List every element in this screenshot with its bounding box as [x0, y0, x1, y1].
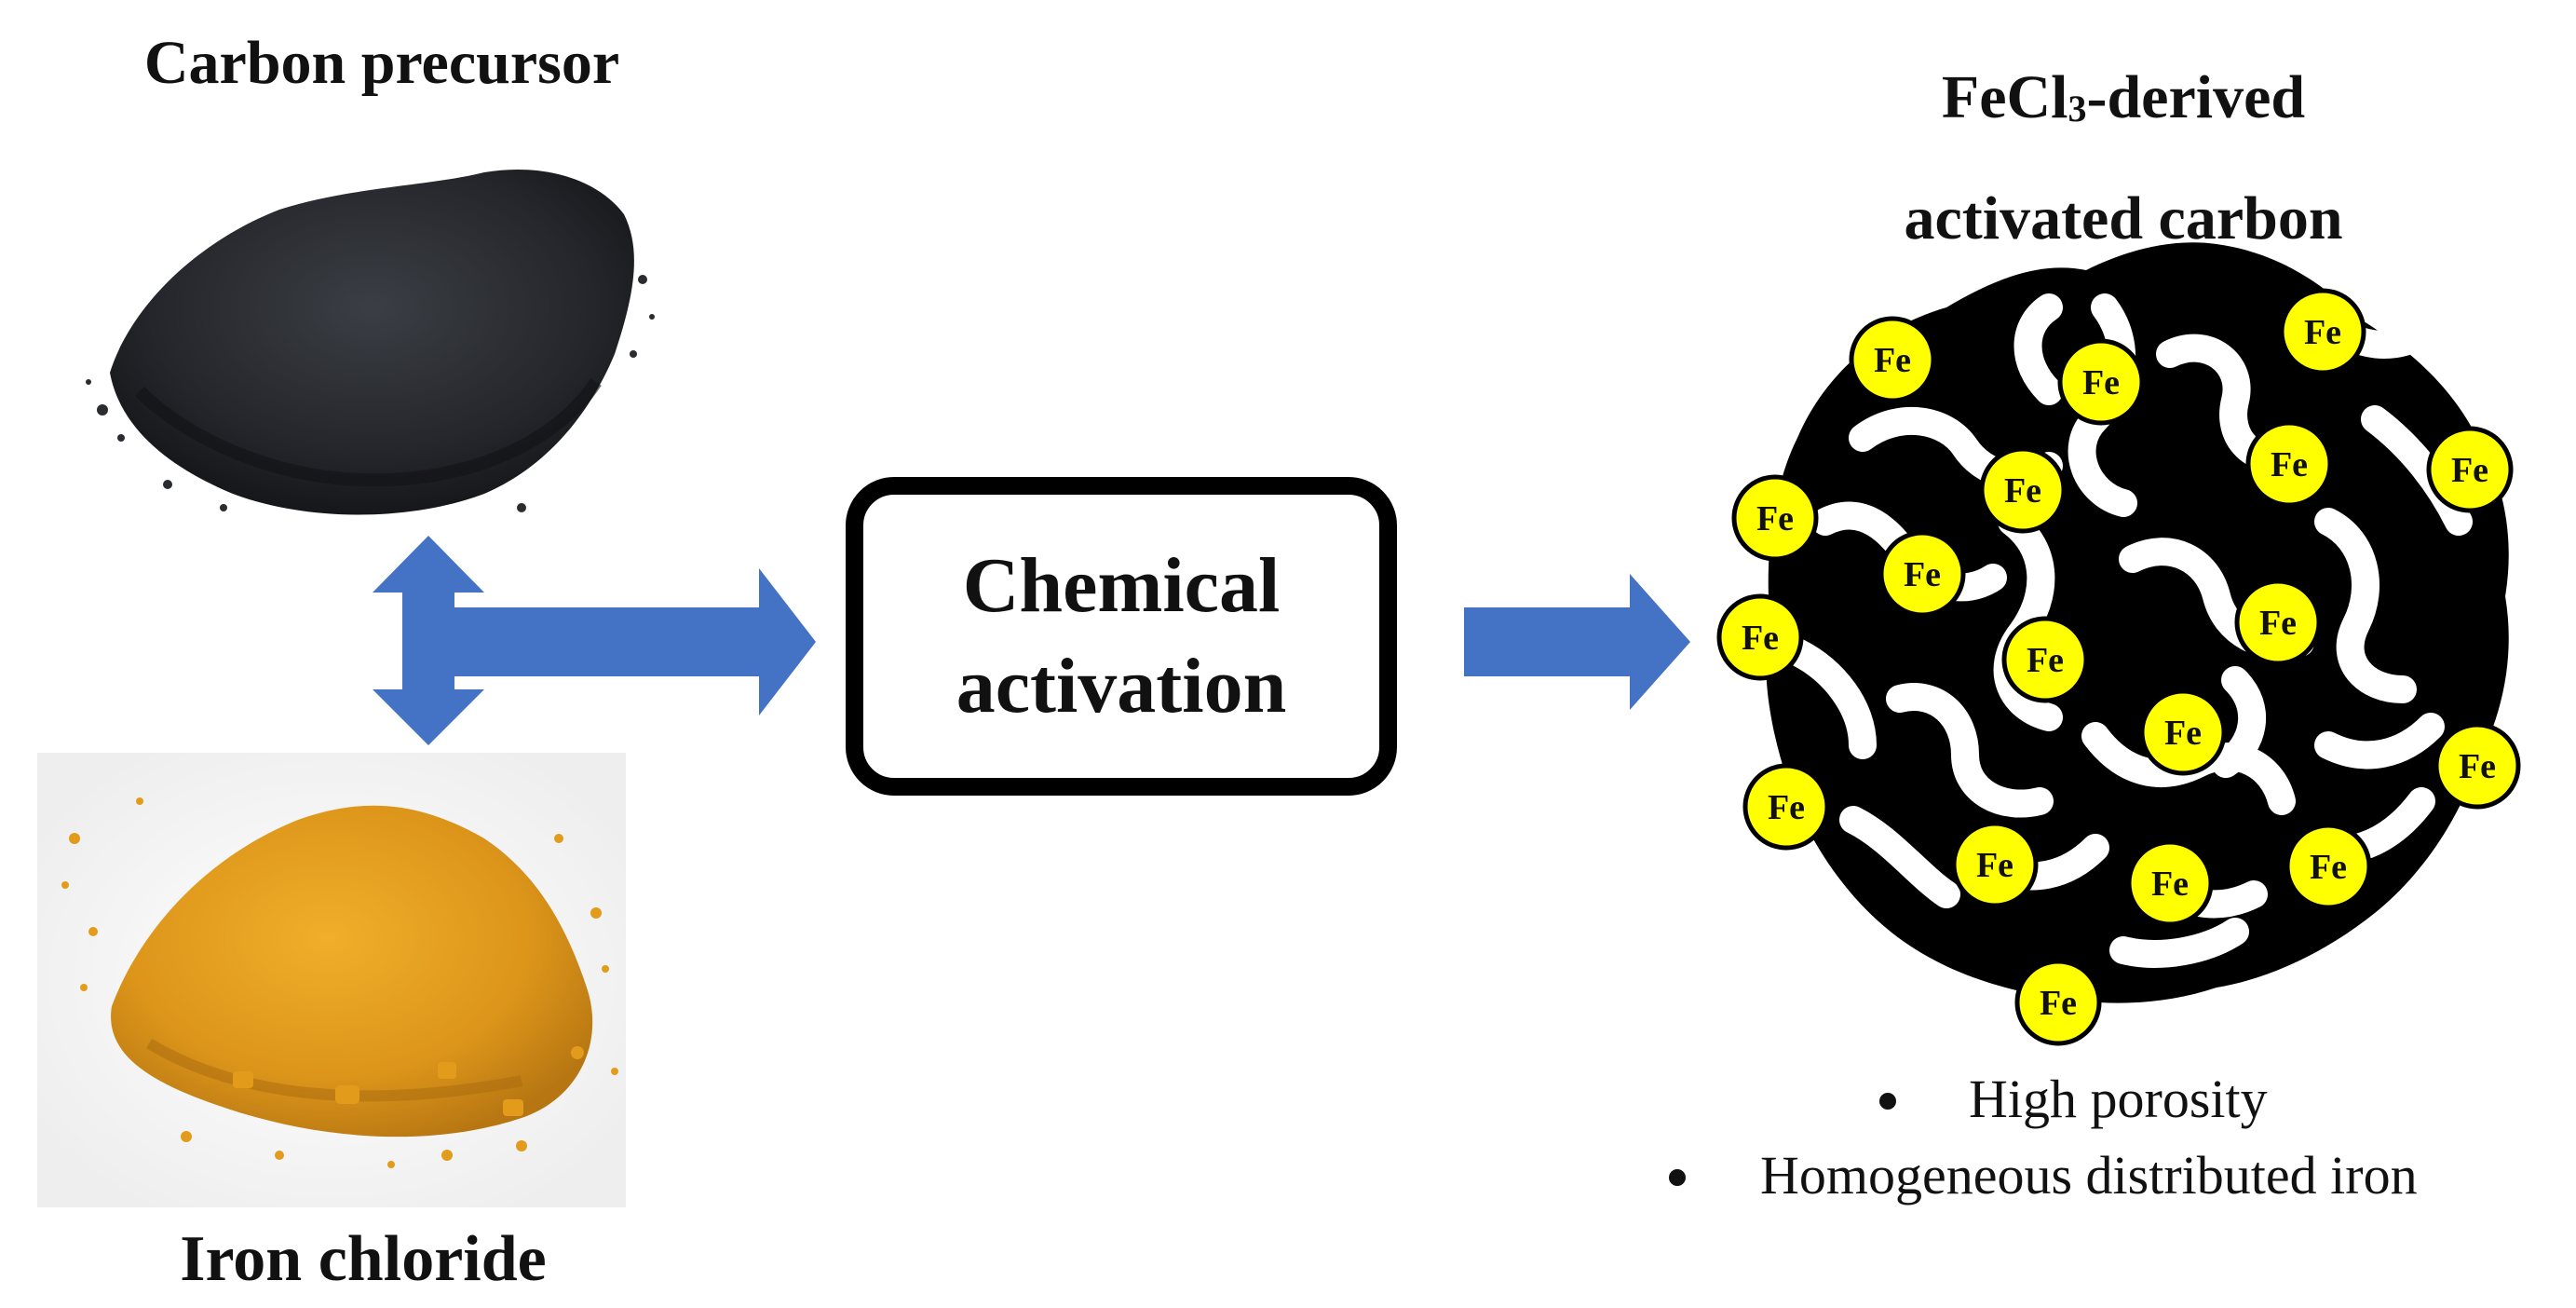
fe-label: Fe	[1742, 619, 1779, 658]
fe-particle-icon: Fe	[1878, 530, 1966, 618]
fe-label: Fe	[2259, 604, 2297, 643]
porous-carbon-icon	[1766, 242, 2509, 1003]
iron-chloride-powder-icon	[37, 753, 626, 1207]
fe-particle-icon: Fe	[2057, 338, 2145, 426]
fe-label: Fe	[2459, 747, 2496, 786]
process-label-line2: activation	[956, 643, 1287, 729]
fe-label: Fe	[1976, 846, 2013, 885]
double-headed-arrow-icon	[373, 536, 816, 745]
property-text: Homogeneous distributed iron	[1760, 1145, 2418, 1206]
fe-particle-icon: Fe	[2434, 722, 2521, 810]
fe-label: Fe	[2271, 445, 2308, 484]
fe-particle-icon: Fe	[1951, 821, 2039, 908]
fe-particle-icon: Fe	[2001, 616, 2089, 703]
fe-label: Fe	[2082, 363, 2120, 402]
fe-particle-icon: Fe	[1979, 446, 2067, 534]
product-title-suffix: -derived	[2086, 63, 2306, 131]
fe-particle-icon: Fe	[2126, 839, 2214, 927]
fe-particle-icon: Fe	[2014, 959, 2102, 1046]
product-title-subscript: 3	[2068, 88, 2087, 129]
product-title-line2: activated carbon	[1904, 184, 2343, 252]
process-box: Chemical activation	[846, 477, 1397, 796]
carbon-powder-icon	[86, 170, 655, 515]
fe-label: Fe	[1904, 555, 1941, 594]
right-arrow-icon	[1464, 574, 1690, 710]
fe-particle-icon: Fe	[1849, 316, 1936, 403]
fe-particle-icon: Fe	[2139, 688, 2227, 776]
fe-particle-icon: Fe	[1742, 763, 1830, 851]
fe-particle-icon: Fe	[1731, 474, 1819, 562]
fe-label: Fe	[2027, 641, 2064, 680]
fe-label: Fe	[1756, 499, 1794, 538]
fe-label: Fe	[2304, 313, 2341, 352]
fe-particle-icon: Fe	[2426, 426, 2514, 513]
property-text: High porosity	[1969, 1069, 2268, 1129]
iron-chloride-label: Iron chloride	[180, 1223, 547, 1295]
bullet-dot-icon	[1879, 1093, 1896, 1110]
fe-label: Fe	[1874, 341, 1911, 380]
fe-label: Fe	[2164, 714, 2202, 753]
fe-particle-icon: Fe	[2285, 823, 2372, 910]
fe-label: Fe	[2151, 865, 2189, 904]
fe-label: Fe	[2310, 848, 2347, 887]
fe-particle-icon: Fe	[2279, 288, 2366, 375]
carbon-precursor-label: Carbon precursor	[143, 29, 620, 97]
fe-label: Fe	[1768, 788, 1805, 827]
fe-particle-icon: Fe	[2245, 420, 2333, 508]
bullet-dot-icon	[1669, 1169, 1686, 1186]
fe-particle-icon: Fe	[2234, 579, 2322, 666]
product-title: FeCl3-derived activated carbon	[1751, 43, 2496, 274]
product-title-prefix: FeCl	[1941, 63, 2068, 131]
process-label-line1: Chemical	[962, 542, 1281, 629]
fe-label: Fe	[2451, 451, 2488, 490]
fe-label: Fe	[2004, 471, 2041, 511]
fe-particle-icon: Fe	[1716, 593, 1804, 681]
fe-label: Fe	[2040, 984, 2077, 1023]
